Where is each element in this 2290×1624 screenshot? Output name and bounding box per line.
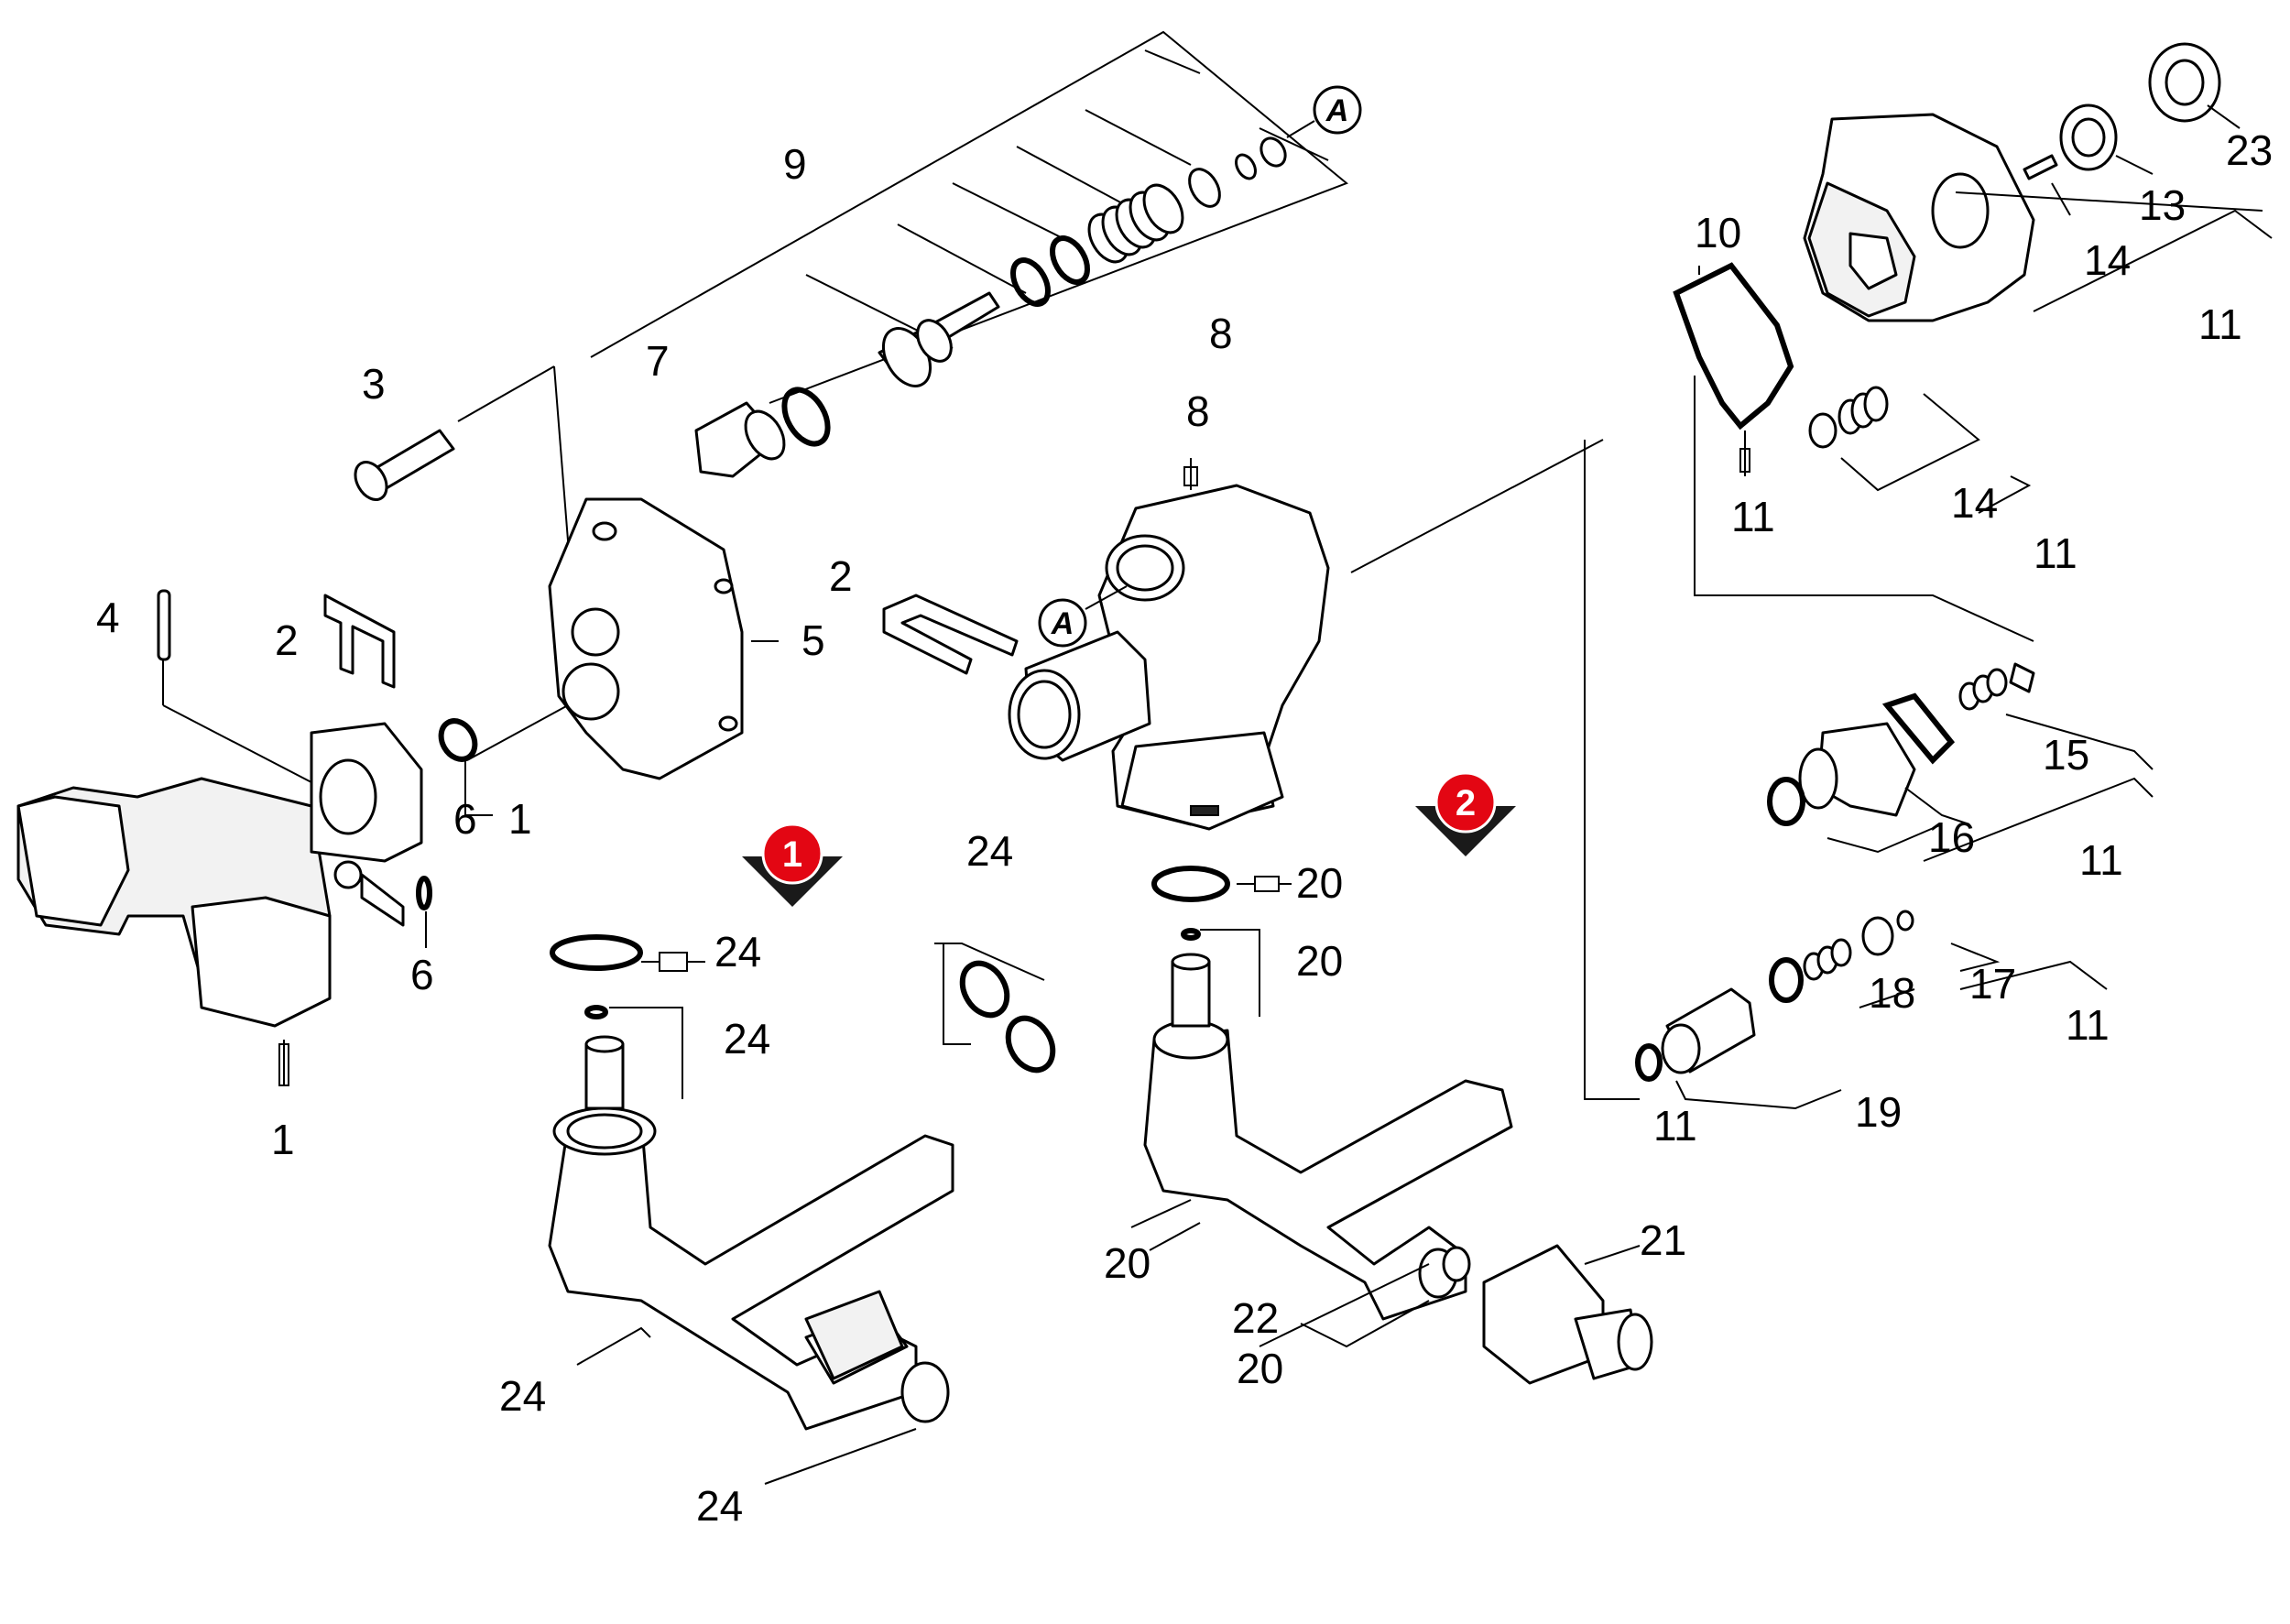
- o-ring: [1010, 257, 1051, 307]
- washer: [1188, 168, 1221, 208]
- svg-text:2: 2: [1456, 783, 1476, 823]
- label-11-a: 11: [1731, 493, 1775, 540]
- label-3: 3: [362, 360, 386, 408]
- label-24-a: 24: [966, 827, 1013, 875]
- label-14-top: 14: [2084, 236, 2131, 284]
- o-ring: [438, 718, 478, 762]
- label-6-bottom: 6: [410, 951, 434, 998]
- valve-group-14: [1694, 376, 2034, 642]
- o-ring: [1767, 777, 1805, 826]
- variant-marker-1: 1: [742, 823, 843, 907]
- seal: [1260, 136, 1287, 168]
- valve-assembly-9: A: [590, 30, 1362, 478]
- label-23: 23: [2226, 126, 2273, 174]
- label-7: 7: [646, 337, 670, 385]
- svg-text:1: 1: [782, 834, 802, 875]
- label-4: 4: [96, 594, 120, 641]
- valve-group-15-16: [1767, 662, 2154, 862]
- label-18: 18: [1869, 969, 1915, 1017]
- label-20-d: 20: [1237, 1345, 1283, 1392]
- variant-marker-2: 2: [1415, 771, 1516, 856]
- label-20-b: 20: [1296, 937, 1343, 985]
- label-11-c: 11: [2034, 529, 2077, 577]
- connector-a-callout-center: A: [1038, 585, 1128, 648]
- label-16: 16: [1928, 813, 1975, 861]
- label-21: 21: [1640, 1216, 1686, 1264]
- label-14-mid: 14: [1951, 479, 1998, 527]
- o-ring: [1050, 235, 1090, 285]
- label-6-top: 6: [453, 795, 477, 843]
- hose-coupling-21: [1482, 1244, 1605, 1385]
- o-ring: [1005, 1015, 1056, 1074]
- pump-head-center: [1008, 439, 1604, 831]
- label-11-b: 11: [2198, 300, 2242, 348]
- valve-group-17-18-19: [1584, 440, 2108, 1110]
- o-ring: [584, 1005, 608, 1019]
- o-ring: [1769, 957, 1804, 1003]
- cylinder-head-11: [1803, 42, 2273, 322]
- connector-a-label: A: [1325, 93, 1349, 128]
- label-19: 19: [1855, 1088, 1902, 1136]
- label-20-a: 20: [1296, 859, 1343, 907]
- label-2-left: 2: [275, 616, 299, 664]
- label-24-e: 24: [696, 1482, 743, 1530]
- label-11-d: 11: [2079, 836, 2123, 884]
- o-ring: [1181, 928, 1201, 941]
- o-ring: [1635, 1043, 1663, 1082]
- spring: [1087, 183, 1184, 264]
- clip-2-left: [323, 594, 396, 689]
- o-ring: [781, 387, 831, 447]
- label-5: 5: [802, 616, 825, 664]
- label-24-d: 24: [499, 1372, 546, 1420]
- label-15: 15: [2043, 731, 2089, 779]
- label-9: 9: [783, 140, 807, 188]
- label-10: 10: [1695, 209, 1741, 256]
- label-17: 17: [1969, 960, 2016, 1008]
- label-22: 22: [1232, 1294, 1279, 1342]
- o-ring: [1151, 866, 1230, 902]
- label-11-f: 11: [1653, 1102, 1697, 1150]
- label-24-b: 24: [714, 928, 761, 975]
- o-ring: [959, 960, 1010, 1019]
- label-1-bottom: 1: [271, 1116, 295, 1163]
- label-8-top: 8: [1209, 310, 1233, 357]
- pump-head-left: [16, 722, 423, 1086]
- gasket-10: [1673, 262, 1794, 476]
- callout-labels: 9 7 8 3 4 2 5 6 1 6 1 8 2 10 11 23 13 14…: [96, 126, 2273, 1530]
- gasket: [1881, 692, 1956, 765]
- connector-a-label-center: A: [1051, 606, 1074, 641]
- label-8-center: 8: [1186, 387, 1210, 435]
- label-2-center: 2: [829, 552, 853, 600]
- connector-a-callout: [1313, 85, 1362, 135]
- pipe-assembly-variant-2: [1130, 866, 1653, 1385]
- cover-housing-5: [548, 497, 779, 780]
- pipe-assembly-variant-1: [548, 934, 1056, 1485]
- screw-3: [354, 365, 595, 541]
- label-20-c: 20: [1104, 1239, 1150, 1287]
- clip-2-center: [882, 594, 1019, 675]
- o-ring: [416, 876, 432, 910]
- label-11-e: 11: [2066, 1001, 2110, 1049]
- label-13: 13: [2139, 181, 2186, 229]
- o-ring: [550, 934, 643, 971]
- label-1-top: 1: [508, 795, 532, 843]
- washer: [1235, 153, 1257, 180]
- label-24-c: 24: [724, 1015, 770, 1063]
